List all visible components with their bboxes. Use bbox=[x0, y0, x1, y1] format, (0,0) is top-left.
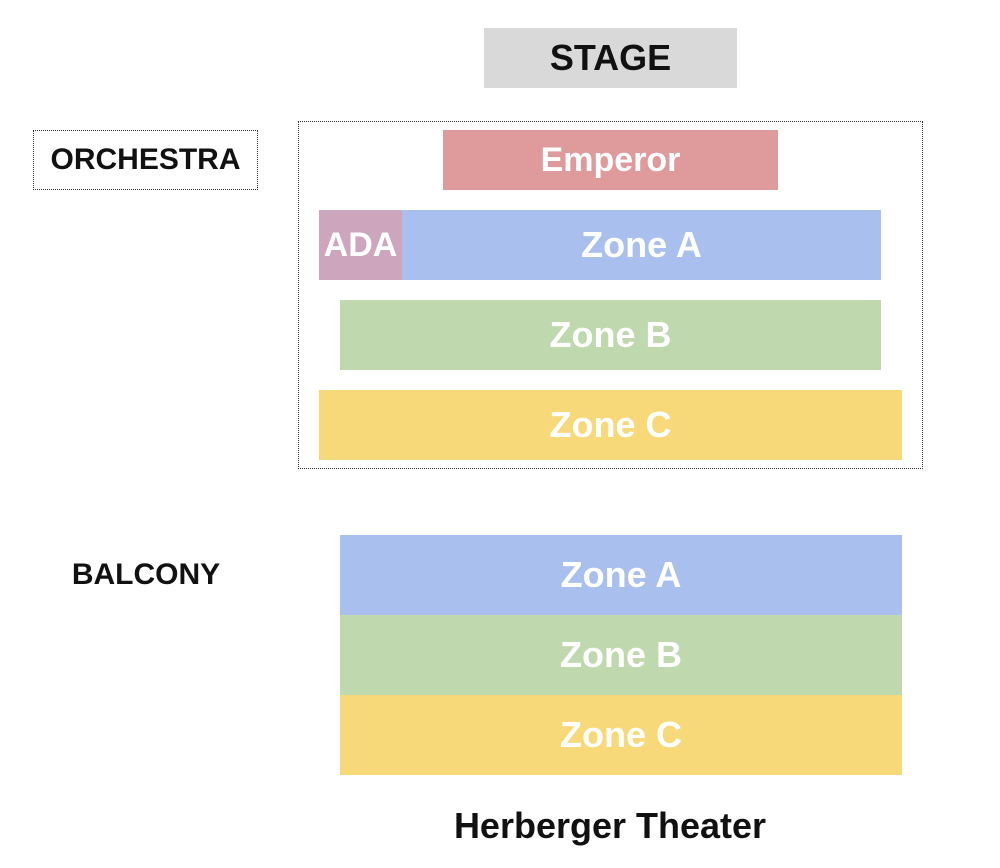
orchestra-label: ORCHESTRA bbox=[33, 130, 258, 190]
orchestra-section-frame bbox=[298, 121, 923, 469]
balcony-label: BALCONY bbox=[71, 558, 221, 591]
orchestra-zone-c-section[interactable]: Zone C bbox=[319, 390, 902, 460]
balcony-zone-a-section[interactable]: Zone A bbox=[340, 535, 902, 615]
orchestra-zone-b-section[interactable]: Zone B bbox=[340, 300, 881, 370]
balcony-zone-c-section[interactable]: Zone C bbox=[340, 695, 902, 775]
orchestra-emperor-section[interactable]: Emperor bbox=[443, 130, 778, 190]
orchestra-zone-a-section[interactable]: Zone A bbox=[402, 210, 881, 280]
stage-block: STAGE bbox=[484, 28, 737, 88]
orchestra-ada-section[interactable]: ADA bbox=[319, 210, 402, 280]
venue-title: Herberger Theater bbox=[453, 805, 767, 846]
balcony-zone-b-section[interactable]: Zone B bbox=[340, 615, 902, 695]
